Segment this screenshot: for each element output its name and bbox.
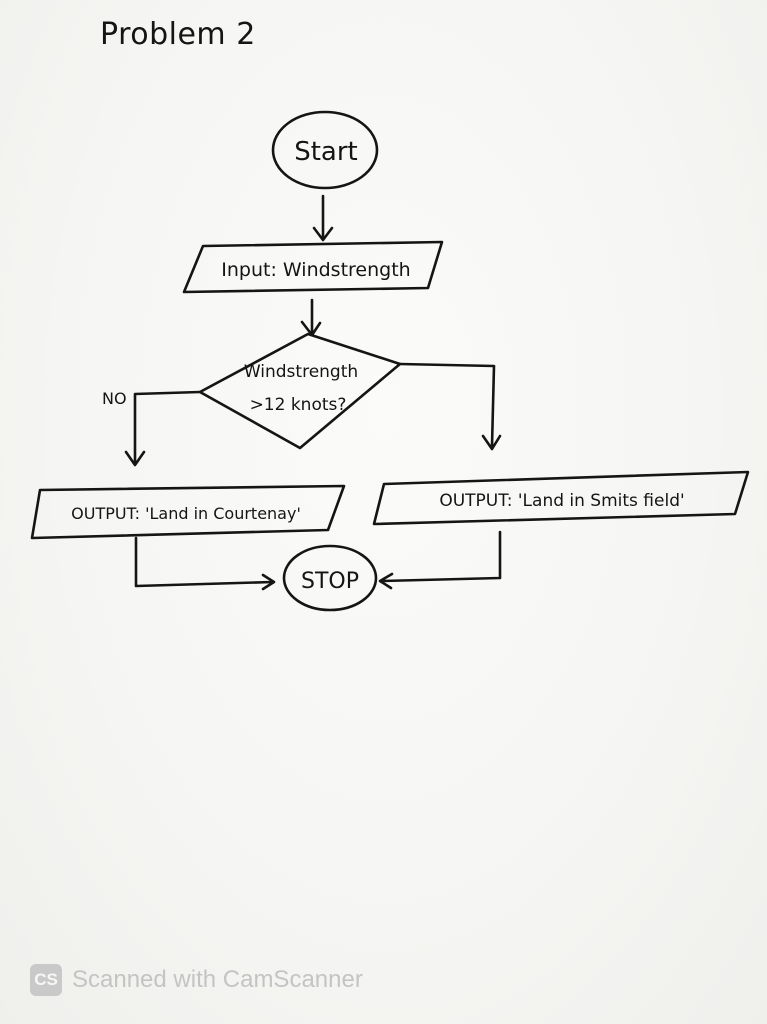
decision-diamond — [198, 332, 402, 450]
input-label: Input: Windstrength — [221, 259, 410, 281]
output-box-left — [30, 484, 346, 540]
camscanner-logo-icon: CS — [30, 964, 62, 996]
page-title: Problem 2 — [100, 17, 256, 52]
arrow-start-to-input — [312, 194, 334, 242]
connector-left-to-stop — [134, 536, 276, 591]
arrow-input-to-decision — [300, 298, 322, 337]
input-box — [182, 240, 444, 294]
stop-label: STOP — [301, 569, 359, 594]
decision-label-line1: Windstrength — [244, 362, 358, 382]
connector-yes-branch — [398, 362, 502, 451]
scanner-watermark: CS Scanned with CamScanner — [30, 962, 363, 998]
connector-right-to-stop — [378, 530, 502, 590]
decision-label-line2: >12 knots? — [250, 395, 347, 415]
connector-no-branch — [124, 390, 202, 467]
start-label: Start — [294, 137, 358, 167]
stop-terminator — [282, 544, 378, 612]
no-branch-label: NO — [102, 389, 127, 408]
output-right-label: OUTPUT: 'Land in Smits field' — [439, 491, 684, 511]
watermark-text: Scanned with CamScanner — [72, 966, 363, 993]
output-left-label: OUTPUT: 'Land in Courtenay' — [71, 504, 301, 523]
output-box-right — [372, 470, 750, 526]
start-terminator — [271, 110, 379, 190]
